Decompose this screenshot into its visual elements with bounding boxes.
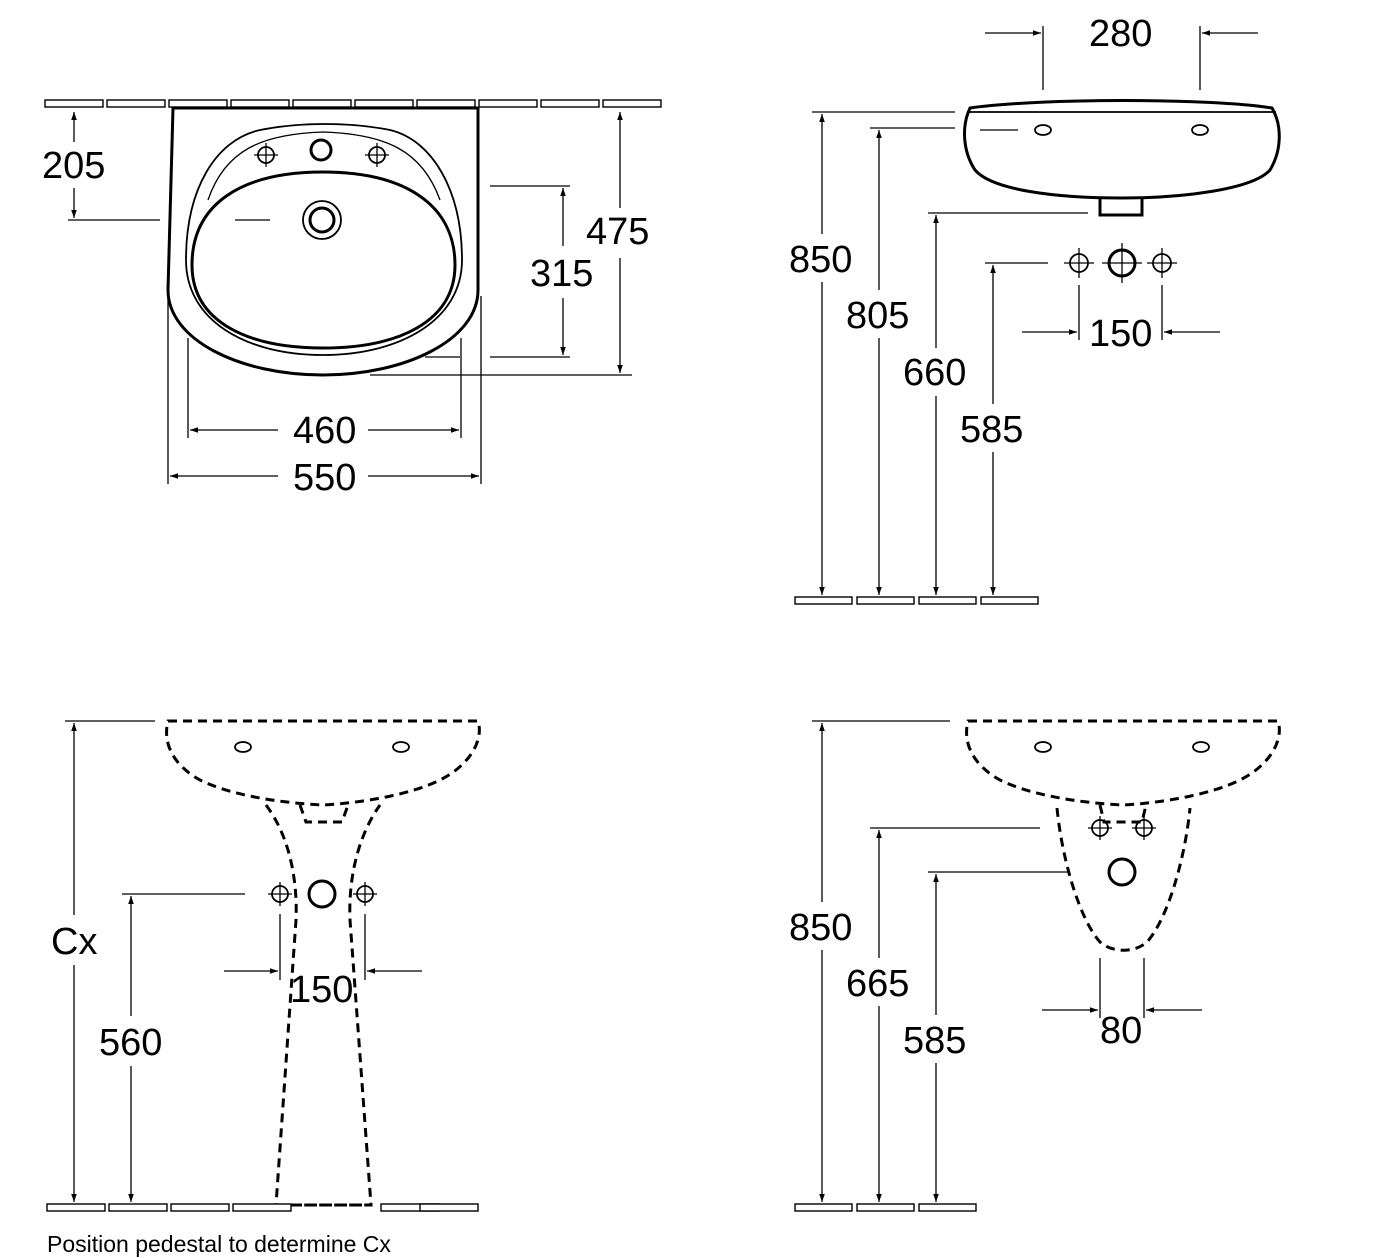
dim-665: 665 [846, 963, 909, 1005]
pedestal-note: Position pedestal to determine Cx [47, 1231, 391, 1257]
top-view: 205 315 475 460 [42, 99, 662, 499]
tap-holes-top [254, 138, 389, 167]
dim-line-850-side [812, 111, 955, 595]
dim-850-side: 850 [789, 239, 852, 281]
wall-tiles-pedestal [46, 1203, 479, 1212]
dim-280: 280 [1089, 13, 1152, 55]
dim-585-semi: 585 [903, 1020, 966, 1062]
dim-line-665 [870, 827, 1040, 1202]
dim-line-805 [870, 127, 955, 595]
dim-150-side: 150 [1089, 313, 1152, 355]
semi-pedestal-view: 850 665 585 80 [789, 719, 1281, 1212]
dim-line-cx [65, 720, 155, 1202]
holes-semi [1088, 816, 1156, 887]
dim-150-pedestal: 150 [290, 969, 353, 1011]
dim-line-550 [167, 296, 482, 484]
dim-80: 80 [1100, 1010, 1142, 1052]
dim-line-585-semi [928, 871, 1070, 1202]
dim-560: 560 [99, 1022, 162, 1064]
dim-line-475 [370, 112, 632, 376]
pedestal-view: Cx 560 150 Position pedestal to determin… [46, 719, 481, 1257]
dim-550: 550 [293, 457, 356, 499]
dim-line-460 [187, 338, 462, 438]
dim-475: 475 [586, 211, 649, 253]
dim-line-850-semi [812, 720, 950, 1202]
dim-line-150-pedestal [224, 914, 422, 980]
dim-line-205 [68, 112, 270, 221]
dim-850-semi: 850 [789, 907, 852, 949]
dim-805: 805 [846, 295, 909, 337]
dim-205: 205 [42, 145, 105, 187]
wall-tiles-side [794, 596, 1039, 605]
basin-outline-top [166, 106, 480, 377]
basin-outline-side [963, 99, 1281, 217]
dim-line-585-side [985, 262, 1048, 595]
dim-585-side: 585 [960, 409, 1023, 451]
dim-line-150-side [1022, 285, 1220, 340]
supply-holes-pedestal [268, 879, 377, 909]
basin-outline-semi [965, 719, 1281, 824]
dim-line-660 [928, 212, 1088, 595]
pedestal-shape [264, 804, 382, 1207]
dim-line-280 [985, 26, 1258, 90]
waste-hole-top [302, 200, 342, 240]
dim-line-560 [122, 893, 245, 1202]
wall-tiles-semi [794, 1203, 977, 1212]
semi-pedestal-shape [1055, 807, 1192, 952]
side-view: 280 850 805 660 585 [789, 13, 1281, 605]
wall-tiles-top [44, 99, 662, 108]
dim-line-80 [1042, 958, 1202, 1018]
basin-outline-pedestal [165, 719, 481, 824]
supply-holes-side [1064, 243, 1177, 283]
dim-460: 460 [293, 410, 356, 452]
dim-line-315 [425, 185, 570, 358]
dim-315: 315 [530, 253, 593, 295]
dim-cx: Cx [51, 921, 97, 963]
dim-660: 660 [903, 352, 966, 394]
